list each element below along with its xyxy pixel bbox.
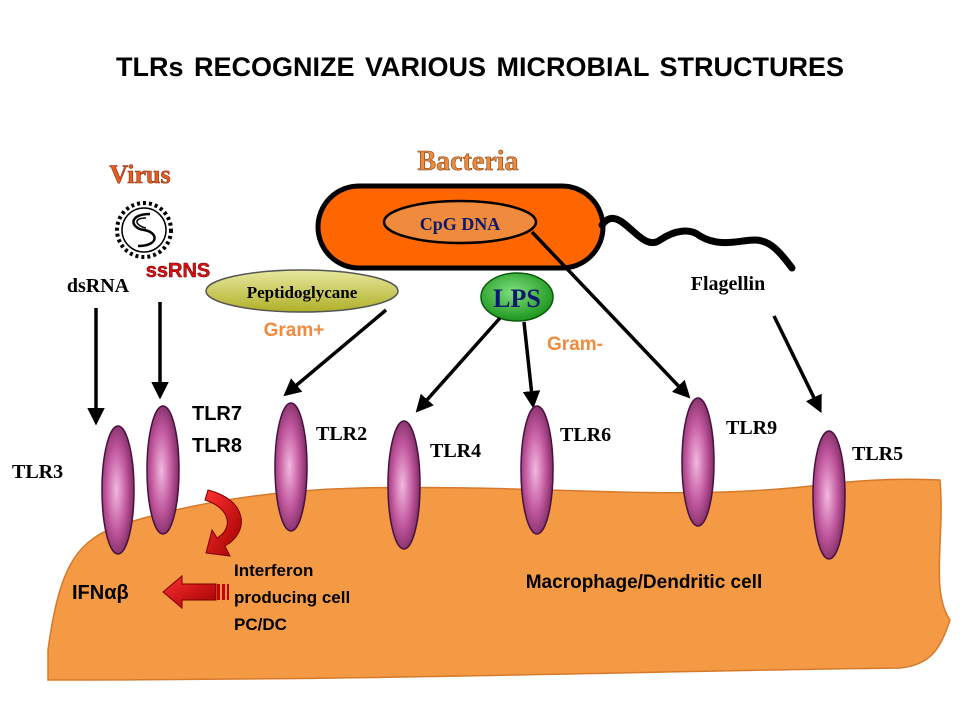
arrow-peptidoglycane-tlr2 bbox=[283, 308, 388, 397]
tlr6-receptor bbox=[520, 405, 554, 535]
tlr8-label: TLR8 bbox=[192, 435, 242, 457]
gram-pos-label: Gram+ bbox=[264, 320, 325, 341]
tlr2-label: TLR2 bbox=[316, 423, 367, 445]
tlr6-label: TLR6 bbox=[560, 424, 611, 446]
lps-shape bbox=[480, 272, 554, 322]
tlr7-label: TLR7 bbox=[192, 403, 242, 425]
tlr9-receptor bbox=[681, 397, 715, 527]
interferon-line-1: Interferon bbox=[234, 561, 313, 580]
flagellin-label: Flagellin bbox=[691, 273, 765, 295]
arrow-cpg-tlr9 bbox=[530, 230, 691, 399]
tlr5-receptor bbox=[812, 430, 846, 560]
receptors bbox=[101, 397, 846, 560]
virus-icon bbox=[115, 201, 173, 259]
tlr2-receptor bbox=[274, 402, 308, 532]
page-title: TLRs RECOGNIZE VARIOUS MICROBIAL STRUCTU… bbox=[115, 52, 845, 82]
tlr5-label: TLR5 bbox=[852, 443, 903, 465]
tlr7-receptor bbox=[146, 405, 180, 535]
interferon-line-3: PC/DC bbox=[234, 615, 287, 634]
tlr3-receptor bbox=[101, 425, 135, 555]
arrow-lps-tlr4 bbox=[415, 316, 502, 413]
lps-label: LPS bbox=[493, 284, 541, 313]
ifn-arrow bbox=[162, 574, 229, 610]
ifn-label: IFNαβ bbox=[72, 582, 129, 604]
tlr9-label: TLR9 bbox=[726, 417, 777, 439]
tlr4-receptor bbox=[387, 420, 421, 550]
bacteria-label: Bacteria bbox=[417, 146, 518, 177]
peptidoglycane-shape bbox=[205, 269, 399, 313]
dsrna-label: dsRNA bbox=[67, 275, 130, 297]
macrophage-label: Macrophage/Dendritic cell bbox=[526, 572, 763, 593]
binding-arrows bbox=[87, 230, 822, 426]
cpg-dna-label: CpG DNA bbox=[420, 214, 501, 234]
ssrns-label: ssRNS bbox=[146, 260, 210, 282]
virus-label: Virus bbox=[109, 160, 170, 189]
cpg-dna-shape bbox=[382, 199, 538, 245]
interferon-curve-arrow bbox=[204, 489, 242, 557]
flagellum bbox=[598, 214, 796, 272]
tlr4-label: TLR4 bbox=[430, 440, 481, 462]
peptidoglycane-label: Peptidoglycane bbox=[247, 283, 358, 302]
tlr3-label: TLR3 bbox=[12, 461, 63, 483]
interferon-line-2: producing cell bbox=[234, 588, 350, 607]
gram-neg-label: Gram- bbox=[547, 334, 603, 355]
arrow-flagellin-tlr5 bbox=[772, 315, 822, 414]
arrow-lps-tlr6 bbox=[522, 321, 541, 409]
